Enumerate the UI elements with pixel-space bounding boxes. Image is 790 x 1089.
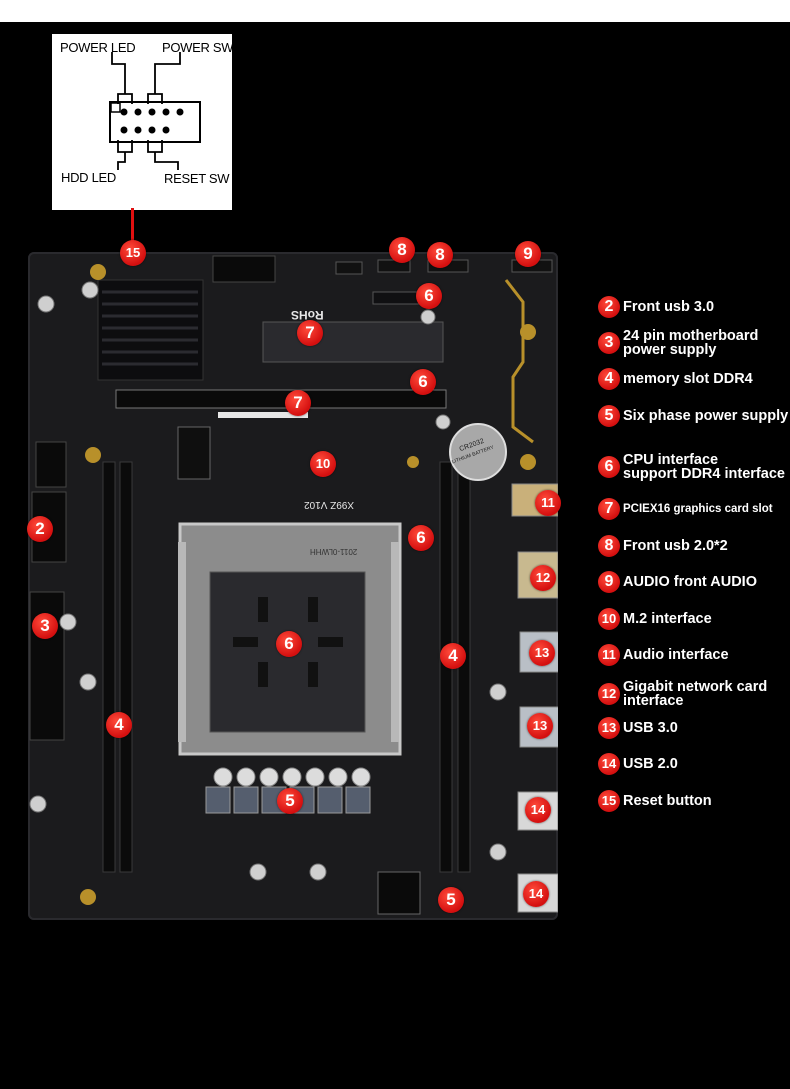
legend-number: 10 <box>598 608 620 630</box>
marker-14a: 14 <box>525 797 551 823</box>
legend-item-13: 13 USB 3.0 <box>598 717 790 739</box>
legend-item-9: 9 AUDIO front AUDIO <box>598 571 790 593</box>
marker-8b: 8 <box>427 242 453 268</box>
legend-text: Six phase power supply <box>623 408 789 424</box>
legend-number: 8 <box>598 535 620 557</box>
marker-7a: 7 <box>297 320 323 346</box>
legend-item-10: 10 M.2 interface <box>598 608 790 630</box>
marker-13b: 13 <box>527 713 553 739</box>
marker-7b: 7 <box>285 390 311 416</box>
legend-number: 13 <box>598 717 620 739</box>
top-white-strip <box>0 0 790 22</box>
power-sw-label: POWER SW <box>162 40 234 55</box>
legend-item-7: 7 PCIEX16 graphics card slot <box>598 498 790 520</box>
legend-text: Gigabit network card interface <box>623 679 768 709</box>
legend-number: 15 <box>598 790 620 812</box>
power-led-label: POWER LED <box>60 40 136 55</box>
marker-4b: 4 <box>440 643 466 669</box>
marker-13a: 13 <box>529 640 555 666</box>
legend-text: AUDIO front AUDIO <box>623 574 757 590</box>
marker-6d: 6 <box>276 631 302 657</box>
marker-8a: 8 <box>389 237 415 263</box>
marker-9: 9 <box>515 241 541 267</box>
marker-3: 3 <box>32 613 58 639</box>
legend-item-3: 3 24 pin motherboard power supply <box>598 329 790 357</box>
legend-number: 9 <box>598 571 620 593</box>
motherboard: RoHS X99Z V102 2011-0LWHH CR2032 LITHIUM… <box>28 252 558 920</box>
legend-number: 4 <box>598 368 620 390</box>
socket-print: 2011-0LWHH <box>310 547 358 556</box>
legend-text: Reset button <box>623 793 712 809</box>
legend-text: Audio interface <box>623 647 729 663</box>
legend-number: 5 <box>598 405 620 427</box>
legend-item-15: 15 Reset button <box>598 790 790 812</box>
legend-number: 12 <box>598 683 620 705</box>
legend-text: Front usb 2.0*2 <box>623 538 728 554</box>
marker-10: 10 <box>310 451 336 477</box>
connector-wire <box>131 208 134 258</box>
legend-item-2: 2 Front usb 3.0 <box>598 296 790 318</box>
legend-number: 2 <box>598 296 620 318</box>
legend-number: 14 <box>598 753 620 775</box>
marker-4a: 4 <box>106 712 132 738</box>
legend-text: CPU interface support DDR4 interface <box>623 452 785 482</box>
marker-6b: 6 <box>410 369 436 395</box>
legend-text: memory slot DDR4 <box>623 371 753 387</box>
model-print: X99Z V102 <box>304 499 355 510</box>
marker-2: 2 <box>27 516 53 542</box>
marker-6a: 6 <box>416 283 442 309</box>
legend-item-8: 8 Front usb 2.0*2 <box>598 535 790 557</box>
legend-number: 11 <box>598 644 620 666</box>
hdd-led-label: HDD LED <box>61 170 116 185</box>
legend-item-12: 12 Gigabit network card interface <box>598 680 790 708</box>
motherboard-drawing <box>29 255 558 915</box>
legend-item-5: 5 Six phase power supply <box>598 405 790 427</box>
reset-sw-label: RESET SW <box>164 171 230 186</box>
legend-text: USB 2.0 <box>623 756 678 772</box>
legend-item-11: 11 Audio interface <box>598 644 790 666</box>
front-panel-header-drawing <box>109 52 201 170</box>
marker-6c: 6 <box>408 525 434 551</box>
legend-number: 7 <box>598 498 620 520</box>
legend-text: 24 pin motherboard power supply <box>623 328 759 358</box>
marker-14b: 14 <box>523 881 549 907</box>
front-panel-diagram: POWER LED POWER SW HDD LED RESET SW <box>52 34 234 210</box>
legend-item-6: 6 CPU interface support DDR4 interface <box>598 453 790 481</box>
legend-number: 6 <box>598 456 620 478</box>
legend-number: 3 <box>598 332 620 354</box>
marker-5a: 5 <box>277 788 303 814</box>
marker-15: 15 <box>120 240 146 266</box>
legend-text: USB 3.0 <box>623 720 678 736</box>
legend-text: M.2 interface <box>623 611 712 627</box>
marker-11: 11 <box>535 490 561 516</box>
legend-item-14: 14 USB 2.0 <box>598 753 790 775</box>
legend-item-4: 4 memory slot DDR4 <box>598 368 790 390</box>
marker-5b: 5 <box>438 887 464 913</box>
legend-text: Front usb 3.0 <box>623 299 715 315</box>
marker-12: 12 <box>530 565 556 591</box>
legend-text: PCIEX16 graphics card slot <box>623 503 773 515</box>
